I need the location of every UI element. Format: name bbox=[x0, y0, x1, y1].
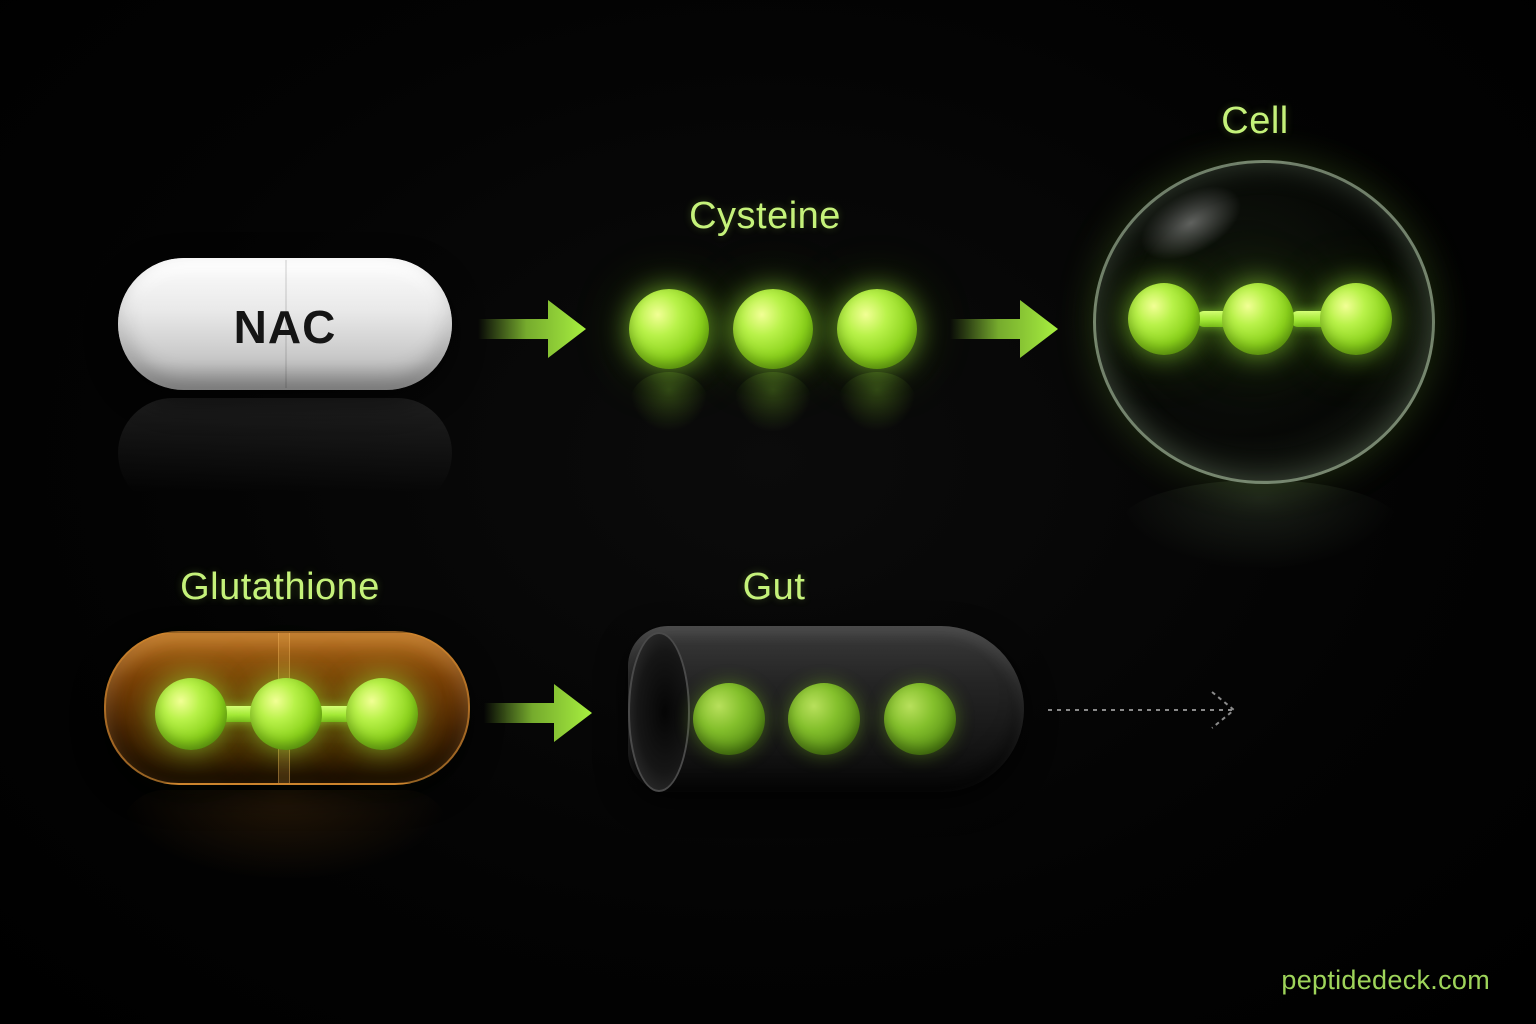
glutathione-capsule-reflection bbox=[120, 790, 450, 880]
green-molecule-icon bbox=[1222, 283, 1294, 355]
cysteine-label: Cysteine bbox=[689, 195, 841, 237]
arrow-right-icon bbox=[950, 300, 1058, 358]
green-molecule-icon bbox=[884, 683, 956, 755]
green-molecule-icon bbox=[837, 289, 917, 369]
green-molecule-icon bbox=[346, 678, 418, 750]
gut-label: Gut bbox=[742, 566, 806, 608]
sphere-reflection bbox=[838, 372, 916, 432]
green-molecule-icon bbox=[788, 683, 860, 755]
watermark: peptidedeck.com bbox=[1281, 965, 1490, 995]
arrow-right-icon bbox=[478, 300, 586, 358]
cell-label: Cell bbox=[1221, 100, 1289, 142]
nac-label: NAC bbox=[233, 301, 337, 353]
green-molecule-icon bbox=[250, 678, 322, 750]
capsule-seam bbox=[285, 260, 287, 388]
arrow-right-icon bbox=[484, 684, 592, 742]
green-molecule-icon bbox=[155, 678, 227, 750]
green-molecule-icon bbox=[1128, 283, 1200, 355]
sphere-reflection bbox=[630, 372, 708, 432]
white-capsule-icon: NAC bbox=[118, 258, 452, 390]
cell-highlight bbox=[1128, 170, 1254, 276]
green-molecule-icon bbox=[1320, 283, 1392, 355]
green-molecule-icon bbox=[629, 289, 709, 369]
dashed-arrow-icon bbox=[1048, 691, 1236, 729]
nac-capsule-reflection bbox=[118, 398, 452, 508]
sphere-reflection bbox=[734, 372, 812, 432]
green-molecule-icon bbox=[733, 289, 813, 369]
glutathione-label: Glutathione bbox=[180, 566, 380, 608]
cell-reflection bbox=[1120, 480, 1400, 570]
green-molecule-icon bbox=[693, 683, 765, 755]
gut-tube-opening bbox=[628, 632, 690, 792]
